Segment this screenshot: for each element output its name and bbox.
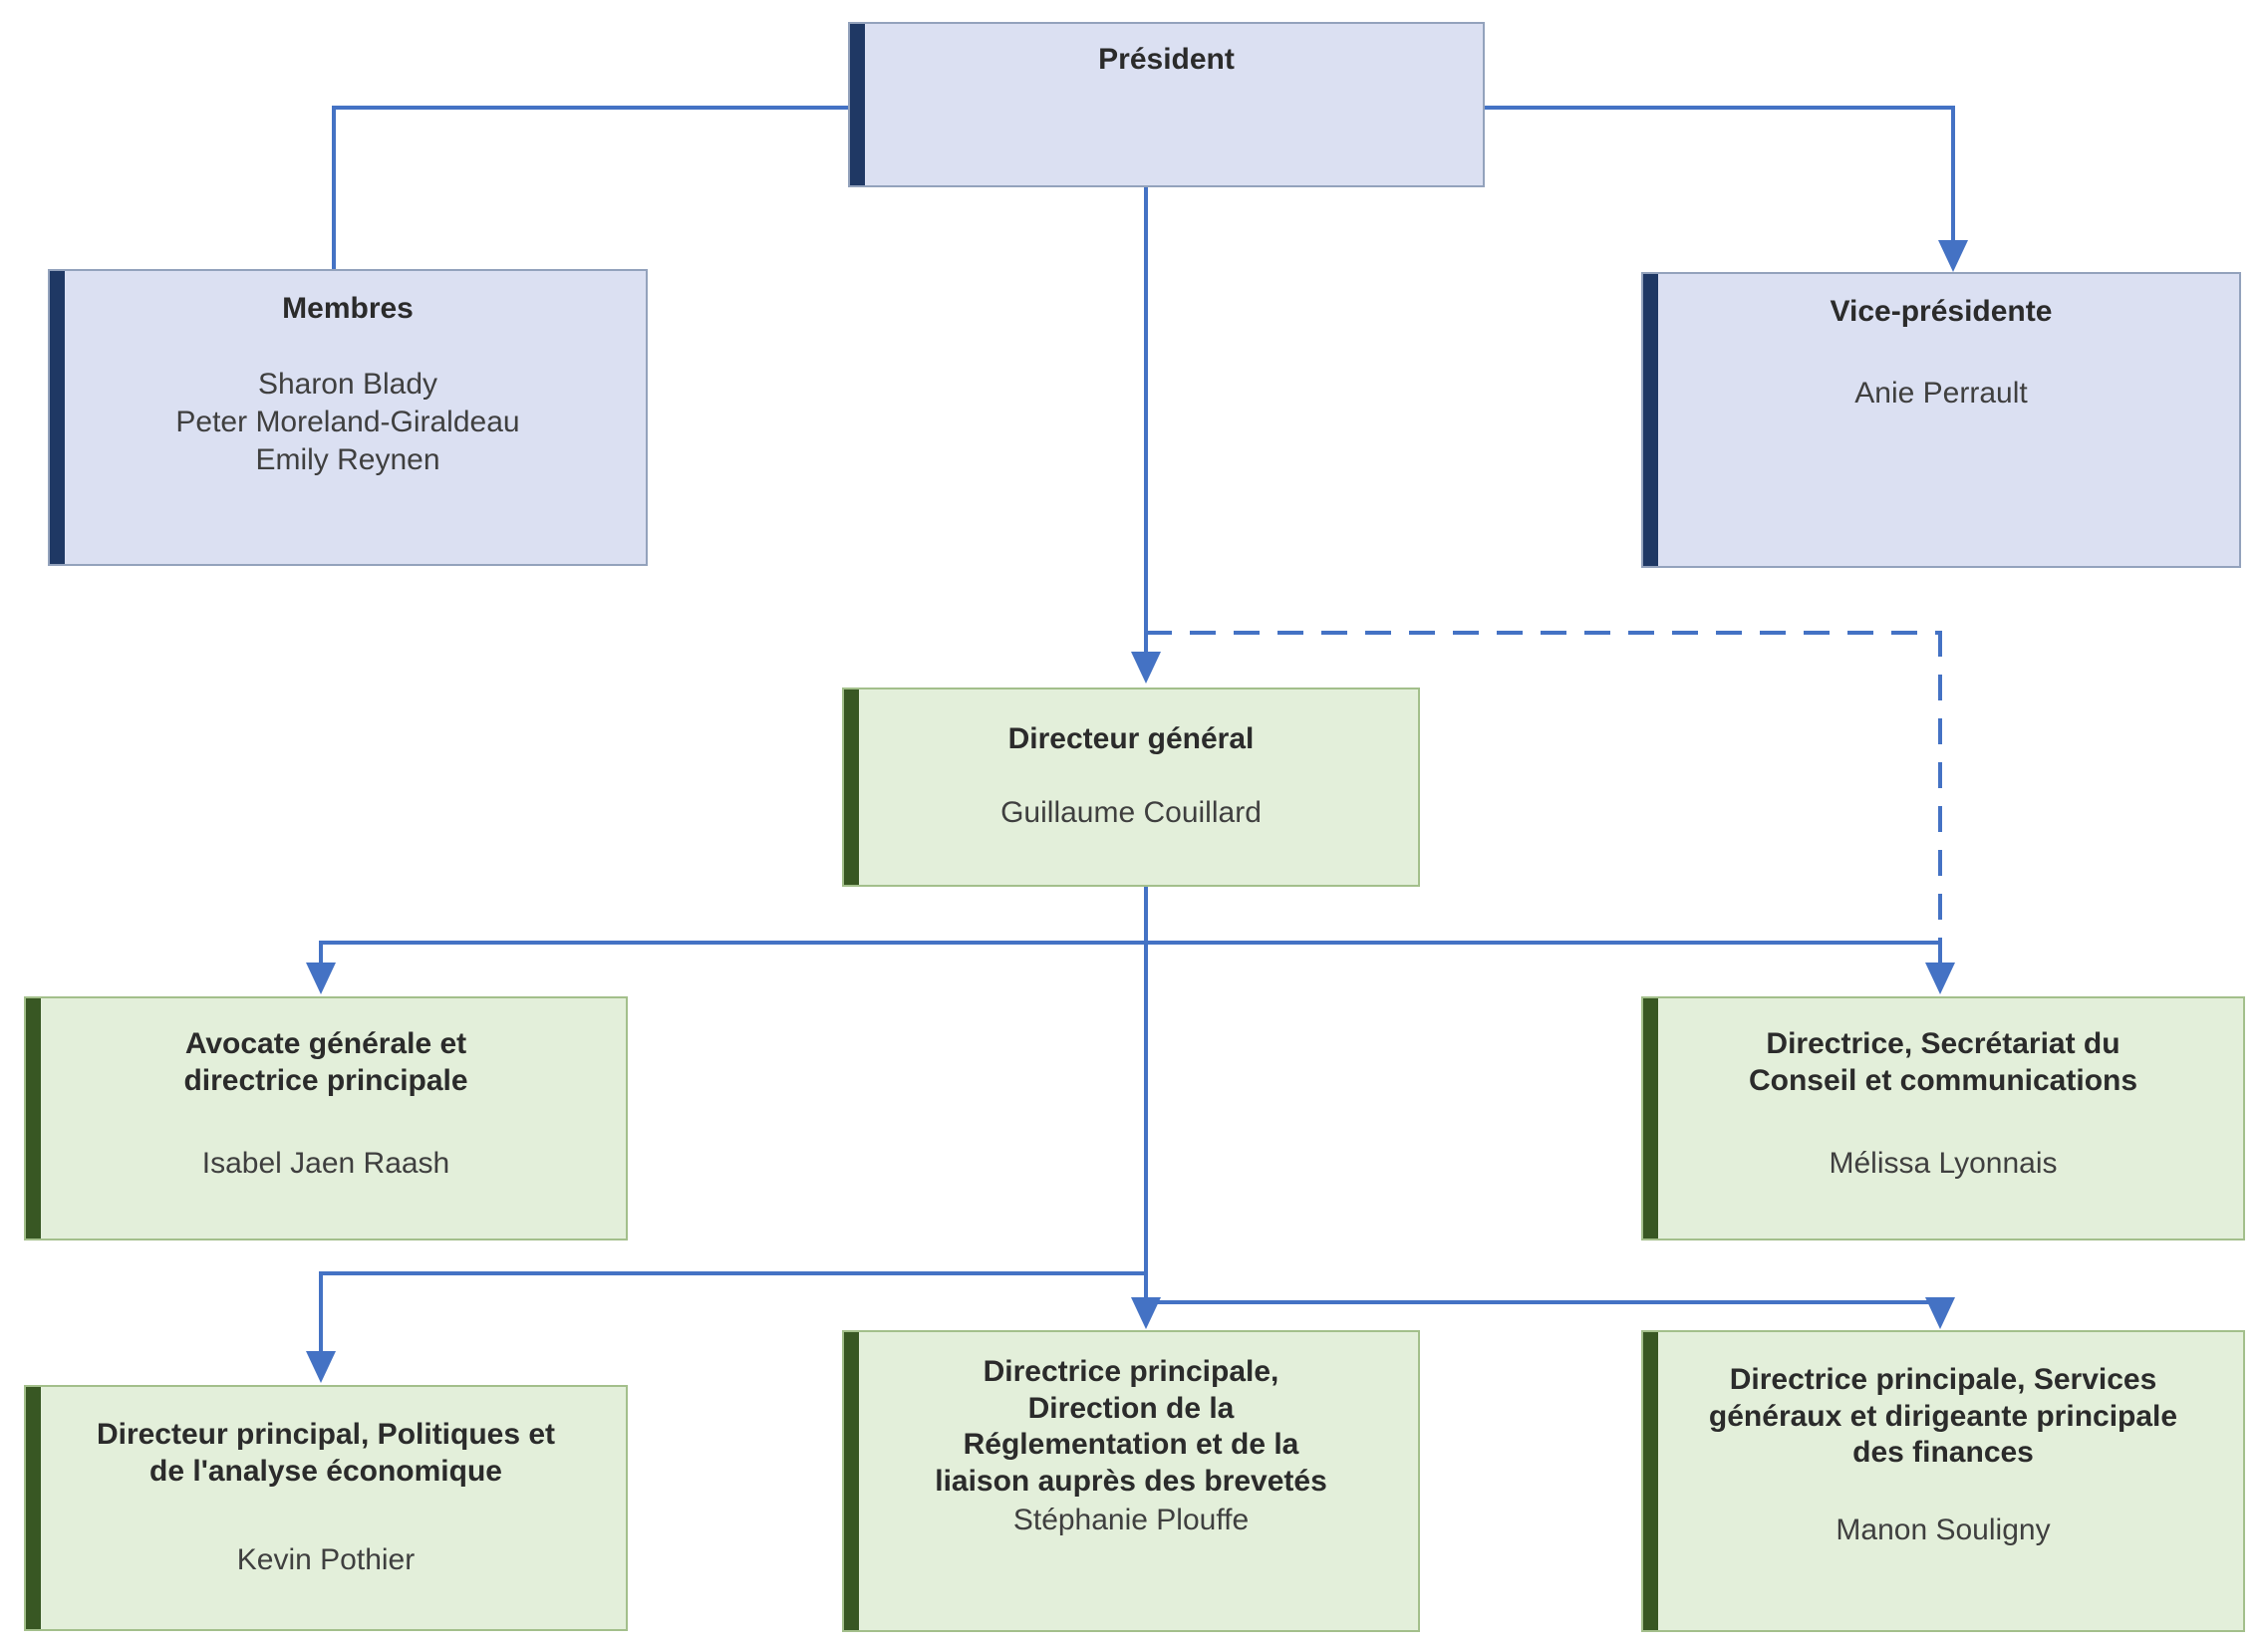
node-reglementation-brevetes: Directrice principale, Direction de la R… bbox=[842, 1330, 1420, 1632]
person-name: Manon Souligny bbox=[1836, 1513, 2051, 1546]
node-title: Membres bbox=[282, 292, 414, 325]
person-name: Isabel Jaen Raash bbox=[201, 1147, 450, 1181]
connector-avocate-stub-v bbox=[319, 941, 323, 964]
node-title: Directrice principale, Direction de la R… bbox=[935, 1355, 1327, 1498]
node-names: Kevin Pothier bbox=[237, 1541, 415, 1579]
person-name: Peter Moreland-Giraldeau bbox=[175, 405, 520, 438]
node-title: Avocate générale et directrice principal… bbox=[183, 1027, 468, 1097]
arrowhead-directeur-general bbox=[1131, 652, 1161, 684]
node-title: Directeur principal, Politiques et de l'… bbox=[96, 1418, 556, 1488]
connector-politiques-stub-v bbox=[319, 1271, 323, 1353]
connector-president-membres-v bbox=[332, 106, 336, 269]
node-title: Président bbox=[1098, 43, 1235, 76]
node-directeur-general: Directeur général Guillaume Couillard bbox=[842, 688, 1420, 887]
connector-president-membres-h bbox=[332, 106, 848, 110]
person-name: Stéphanie Plouffe bbox=[1012, 1504, 1250, 1537]
node-membres: Membres Sharon Blady Peter Moreland-Gira… bbox=[48, 269, 648, 566]
node-title: Directeur général bbox=[1007, 722, 1255, 755]
connector-president-vice-h bbox=[1485, 106, 1955, 110]
node-title: Directrice principale, Services généraux… bbox=[1708, 1363, 2178, 1470]
dashed-connector-president-secretariat-v bbox=[1938, 631, 1942, 941]
arrowhead-reglementation-brevetes bbox=[1131, 1297, 1161, 1329]
accent-bar bbox=[26, 998, 41, 1239]
connector-dg-trunk-v bbox=[1144, 887, 1148, 1300]
person-name: Emily Reynen bbox=[255, 442, 440, 476]
node-secretariat-conseil: Directrice, Secrétariat du Conseil et co… bbox=[1641, 996, 2245, 1240]
node-names: Anie Perrault bbox=[1854, 375, 2027, 413]
connector-president-vice-v bbox=[1951, 106, 1955, 243]
node-names: Isabel Jaen Raash bbox=[202, 1145, 450, 1183]
arrowhead-vice-presidente bbox=[1938, 240, 1968, 272]
accent-bar bbox=[1643, 998, 1658, 1239]
person-name: Mélissa Lyonnais bbox=[1829, 1147, 2058, 1181]
node-names: Mélissa Lyonnais bbox=[1830, 1145, 2058, 1183]
node-names: Sharon Blady Peter Moreland-Giraldeau Em… bbox=[175, 366, 519, 479]
dashed-connector-president-secretariat-h bbox=[1146, 631, 1942, 635]
person-name: Sharon Blady bbox=[257, 367, 438, 401]
accent-bar bbox=[26, 1387, 41, 1629]
connector-row3-right-h bbox=[1144, 1300, 1942, 1304]
node-avocate-generale: Avocate générale et directrice principal… bbox=[24, 996, 628, 1240]
accent-bar bbox=[844, 1332, 859, 1630]
connector-president-dg-v bbox=[1144, 187, 1148, 654]
connector-row3-left-h bbox=[319, 1271, 1148, 1275]
accent-bar bbox=[850, 24, 865, 185]
node-names: Stéphanie Plouffe bbox=[1013, 1502, 1249, 1539]
person-name: Guillaume Couillard bbox=[1000, 795, 1262, 829]
accent-bar bbox=[844, 689, 859, 885]
node-names: Guillaume Couillard bbox=[1000, 794, 1262, 832]
person-name: Anie Perrault bbox=[1854, 376, 2028, 410]
node-president: Président bbox=[848, 22, 1485, 187]
node-politiques-analyse: Directeur principal, Politiques et de l'… bbox=[24, 1385, 628, 1631]
node-names: Manon Souligny bbox=[1836, 1512, 2050, 1549]
connector-row2-h bbox=[319, 941, 1942, 945]
accent-bar bbox=[50, 271, 65, 564]
accent-bar bbox=[1643, 274, 1658, 566]
arrowhead-secretariat-conseil bbox=[1925, 963, 1955, 994]
arrowhead-avocate-generale bbox=[306, 963, 336, 994]
node-title: Directrice, Secrétariat du Conseil et co… bbox=[1748, 1027, 2138, 1097]
accent-bar bbox=[1643, 1332, 1658, 1630]
arrowhead-politiques-analyse bbox=[306, 1351, 336, 1383]
node-services-generaux-finances: Directrice principale, Services généraux… bbox=[1641, 1330, 2245, 1632]
node-title: Vice-présidente bbox=[1830, 295, 2053, 328]
connector-secretariat-stub-v bbox=[1938, 941, 1942, 964]
person-name: Kevin Pothier bbox=[236, 1543, 416, 1577]
arrowhead-services-generaux bbox=[1925, 1297, 1955, 1329]
node-vice-presidente: Vice-présidente Anie Perrault bbox=[1641, 272, 2241, 568]
